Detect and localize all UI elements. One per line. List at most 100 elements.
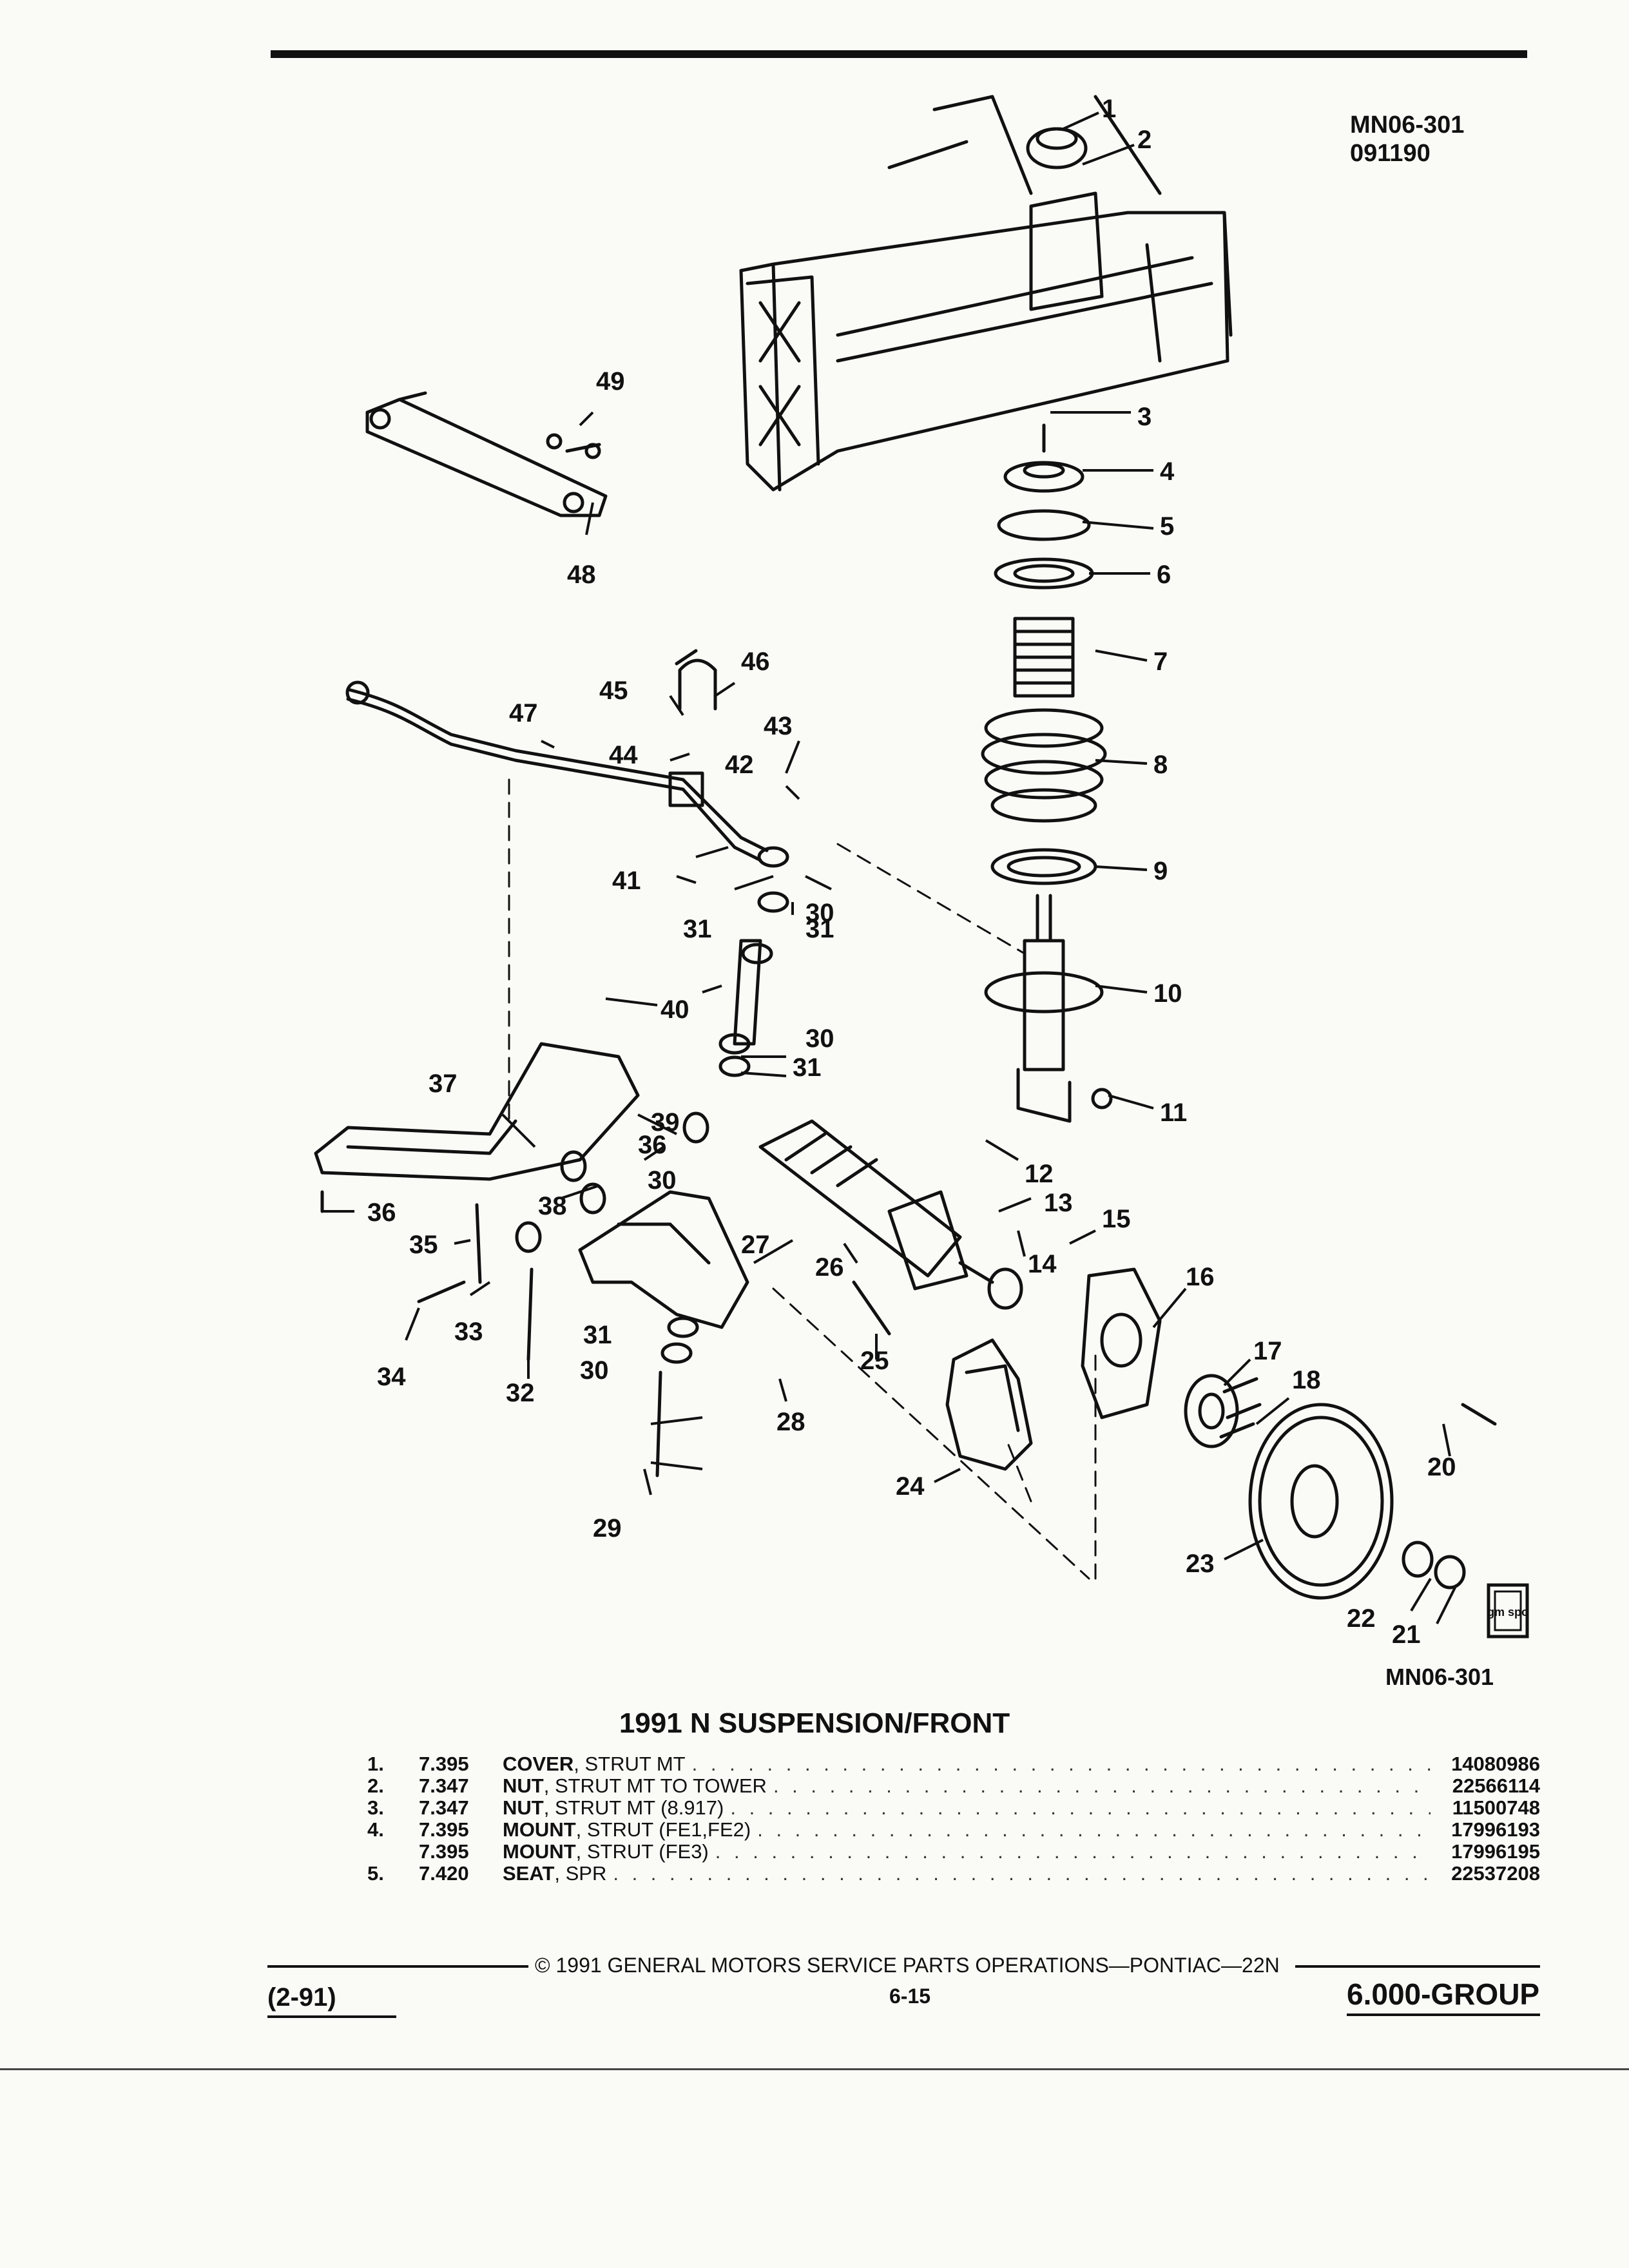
item-number: 3. [367,1796,384,1819]
callout-37: 37 [429,1070,458,1098]
part-name: COVER, STRUT MT [503,1753,686,1775]
callout-15: 15 [1102,1205,1131,1233]
callout-14: 14 [1028,1250,1057,1278]
leader-dots: . . . . . . . . . . . . . . . . . . . . … [773,1774,1431,1797]
callout-41: 41 [612,867,641,895]
part-name: NUT, STRUT MT TO TOWER [503,1774,767,1797]
callout-39: 39 [651,1108,680,1137]
callout-13: 13 [1044,1189,1073,1217]
part-name: NUT, STRUT MT (8.917) [503,1796,724,1819]
drive-axle [758,1119,1023,1310]
diagram-code: MN06-301 [1350,111,1465,139]
callout-27: 27 [741,1231,770,1259]
bolt-20 [1461,1403,1497,1426]
page-title: 1991 N SUSPENSION/FRONT [619,1707,1010,1739]
callout-36b: 36 [638,1131,667,1159]
callout-7: 7 [1153,648,1168,676]
callout-33: 33 [454,1318,483,1346]
callout-30b: 30 [805,1024,834,1053]
leader-dots: . . . . . . . . . . . . . . . . . . . . … [715,1840,1431,1863]
figure-code: MN06-301 [1385,1664,1494,1690]
logo-text: gm spo [1487,1606,1528,1619]
part-number: 11500748 [1452,1796,1540,1819]
callout-46: 46 [741,648,770,676]
leader-dots: . . . . . . . . . . . . . . . . . . . . … [757,1818,1431,1841]
parts-row: 1. 7.395 COVER, STRUT MT . . . . . . . .… [367,1753,1540,1775]
header-rule [271,50,1527,58]
callout-25: 25 [860,1347,889,1375]
callout-8: 8 [1153,751,1168,779]
callout-26: 26 [815,1253,844,1282]
gm-spo-logo: gm spo [1487,1583,1529,1639]
callout-43: 43 [764,712,793,740]
callout-48: 48 [567,561,596,589]
callout-2: 2 [1137,126,1152,154]
callout-17: 17 [1253,1337,1282,1365]
part-name: MOUNT, STRUT (FE1,FE2) [503,1818,751,1841]
callout-34: 34 [377,1363,406,1391]
leader-dots: . . . . . . . . . . . . . . . . . . . . … [730,1796,1431,1819]
callout-22: 22 [1347,1604,1376,1633]
group-code: 7.347 [419,1796,469,1819]
revision-date: (2-91) [267,1983,336,2012]
copyright-text: © 1991 GENERAL MOTORS SERVICE PARTS OPER… [535,1954,1280,1977]
page-bottom-rule [0,2068,1629,2070]
footer-rule-left [267,1965,528,1968]
callout-31c: 31 [583,1321,612,1349]
parts-row: 2. 7.347 NUT, STRUT MT TO TOWER . . . . … [367,1774,1540,1797]
group-code: 7.395 [419,1818,469,1841]
callout-30a: 30 [805,899,834,927]
hub-bearing [1184,1374,1262,1448]
parts-row: 7.395 MOUNT, STRUT (FE3) . . . . . . . .… [367,1840,1540,1863]
callout-31b: 31 [793,1053,822,1082]
body-frame-rail [739,95,1233,492]
callout-16: 16 [1186,1263,1215,1291]
callout-30c: 30 [580,1356,609,1385]
page-number: 6-15 [889,1984,931,2008]
brake-rotor [1248,1403,1394,1600]
callout-3: 3 [1137,403,1152,431]
leader-dots: . . . . . . . . . . . . . . . . . . . . … [691,1753,1431,1775]
callout-12: 12 [1025,1160,1054,1188]
item-number: 4. [367,1818,384,1841]
callout-42: 42 [725,751,754,779]
group-code: 7.395 [419,1753,469,1775]
callout-49: 49 [596,367,625,396]
group-label: 6.000-GROUP [1347,1977,1540,2011]
brake-caliper [945,1338,1033,1471]
callout-21: 21 [1392,1620,1421,1649]
callout-1: 1 [1102,95,1116,123]
callout-18: 18 [1292,1366,1321,1394]
callout-11: 11 [1160,1099,1187,1127]
callout-47: 47 [509,699,538,727]
group-code: 7.420 [419,1862,469,1885]
callout-9: 9 [1153,857,1168,885]
steering-knuckle [1081,1267,1162,1419]
callout-31d: 31 [805,915,834,943]
leader-dots: . . . . . . . . . . . . . . . . . . . . … [613,1862,1431,1885]
revision-underline [267,2015,396,2018]
callout-36a: 36 [367,1198,396,1227]
part-name: SEAT, SPR [503,1862,607,1885]
callout-24: 24 [896,1472,925,1501]
exploded-suspension-diagram: 1 2 3 4 5 6 7 8 9 10 11 12 13 14 15 16 1… [314,95,1529,1649]
item-number: 1. [367,1753,384,1775]
callout-40: 40 [660,995,689,1024]
part-number: 17996193 [1451,1818,1540,1841]
part-number: 22537208 [1451,1862,1540,1885]
callout-6: 6 [1157,561,1171,589]
callout-29: 29 [593,1514,622,1542]
lower-control-arm [314,1042,749,1477]
part-number: 14080986 [1451,1753,1540,1775]
group-code: 7.347 [419,1774,469,1797]
callout-45: 45 [599,677,628,705]
parts-list: 1. 7.395 COVER, STRUT MT . . . . . . . .… [367,1753,1540,1885]
group-underline [1347,2013,1540,2016]
part-name: MOUNT, STRUT (FE3) [503,1840,709,1863]
strut-stack [981,423,1113,1123]
stabilizer-bar [345,649,789,1364]
callout-10: 10 [1153,979,1182,1008]
diagram-date: 091190 [1350,140,1431,167]
item-number: 5. [367,1862,384,1885]
item-number: 2. [367,1774,384,1797]
